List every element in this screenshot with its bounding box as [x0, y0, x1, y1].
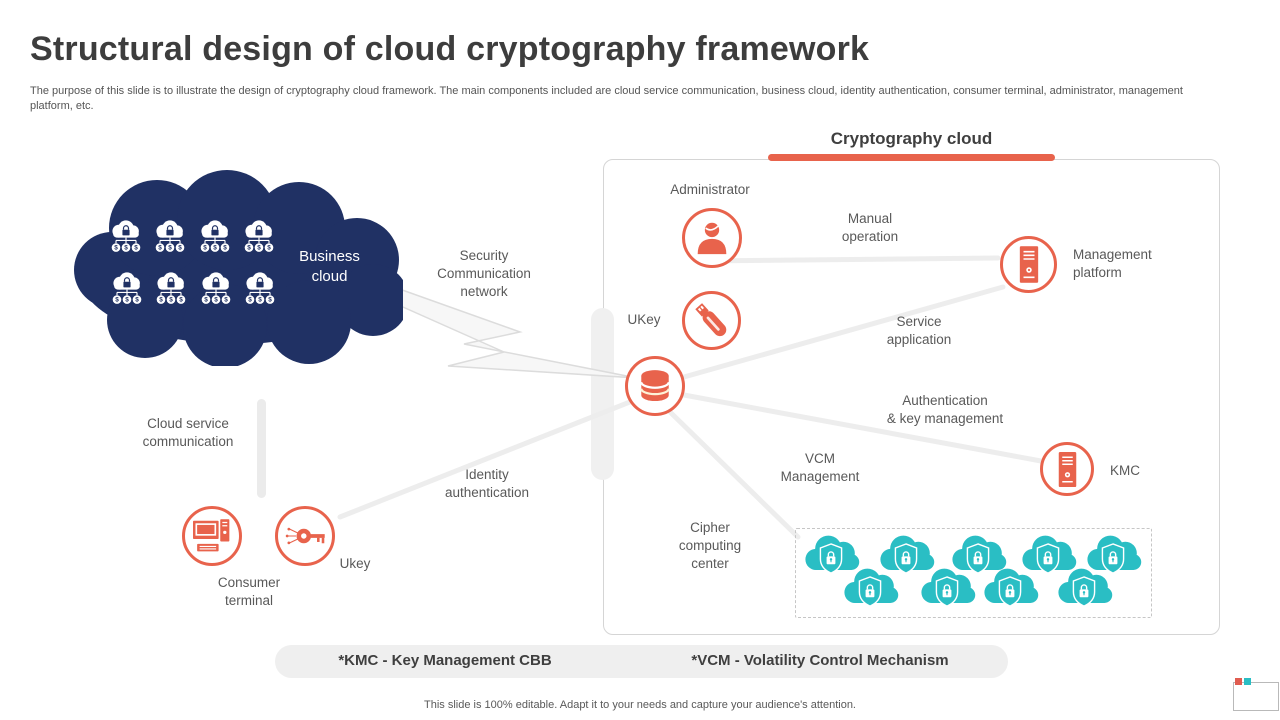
ukey-panel-label: UKey: [627, 312, 661, 327]
kmc-label: KMC: [1110, 463, 1140, 478]
service-application-label: Service application: [886, 314, 952, 348]
manual-operation-label: Manual operation: [841, 211, 899, 245]
cipher-center-label: Cipher computing center: [678, 520, 742, 572]
shield-cloud-icon: [1057, 567, 1113, 607]
cloud-service-bar: [257, 399, 266, 498]
legend-kmc: *KMC - Key Management CBB: [338, 652, 552, 669]
cloud-service-label: Cloud service communication: [142, 416, 234, 450]
logo-placeholder: [1233, 682, 1279, 711]
shield-cloud-icon: [879, 534, 935, 574]
line-cipher-center: [664, 406, 801, 540]
shield-cloud-icon: [920, 567, 976, 607]
administrator-icon: [682, 208, 742, 268]
auth-key-mgmt-label: Authentication & key management: [886, 393, 1004, 427]
database-hub-icon: [625, 356, 685, 416]
identity-auth-label: Identity authentication: [444, 467, 530, 501]
line-auth-key-management: [681, 392, 1044, 464]
shield-cloud-icon: [1086, 534, 1142, 574]
panel-heading: Cryptography cloud: [830, 129, 993, 148]
line-identity-auth: [337, 395, 643, 520]
management-platform-label: Management platform: [1073, 247, 1152, 281]
legend-vcm: *VCM - Volatility Control Mechanism: [691, 652, 949, 669]
footer-note: This slide is 100% editable. Adapt it to…: [424, 699, 856, 711]
consumer-terminal-icon: [182, 506, 242, 566]
kmc-icon: [1040, 442, 1094, 496]
logo-teal-square: [1244, 678, 1251, 685]
page-subtitle: The purpose of this slide is to illustra…: [30, 85, 1183, 112]
shield-cloud-icon: [804, 534, 860, 574]
management-platform-icon: [1000, 236, 1057, 293]
cipher-cloud-icons: [804, 534, 1142, 607]
shield-cloud-icon: [951, 534, 1007, 574]
heading-underline: [768, 154, 1055, 161]
business-cloud-label: Business cloud: [299, 248, 360, 285]
vcm-management-label: VCM Management: [780, 451, 860, 485]
security-network-label: Security Communication network: [437, 248, 531, 300]
business-cloud-shape: [74, 170, 403, 366]
ukey-usb-icon: [682, 291, 741, 350]
logo-red-square: [1235, 678, 1242, 685]
lightning-bolt: [384, 285, 638, 379]
line-service-application: [681, 284, 1006, 380]
shield-cloud-icon: [983, 567, 1039, 607]
ukey-bottom-label: Ukey: [339, 556, 371, 571]
shield-cloud-icon: [1021, 534, 1077, 574]
network-divider-bar: [591, 308, 614, 480]
consumer-terminal-label: Consumer terminal: [217, 575, 281, 609]
shield-cloud-icon: [843, 567, 899, 607]
administrator-label: Administrator: [670, 182, 750, 197]
cipher-cloud-box: [795, 528, 1152, 618]
ukey-key-icon: [275, 506, 335, 566]
page-title: Structural design of cloud cryptography …: [30, 30, 870, 68]
line-manual-operation: [697, 255, 1001, 264]
legend-bar: *KMC - Key Management CBB *VCM - Volatil…: [275, 645, 1008, 678]
